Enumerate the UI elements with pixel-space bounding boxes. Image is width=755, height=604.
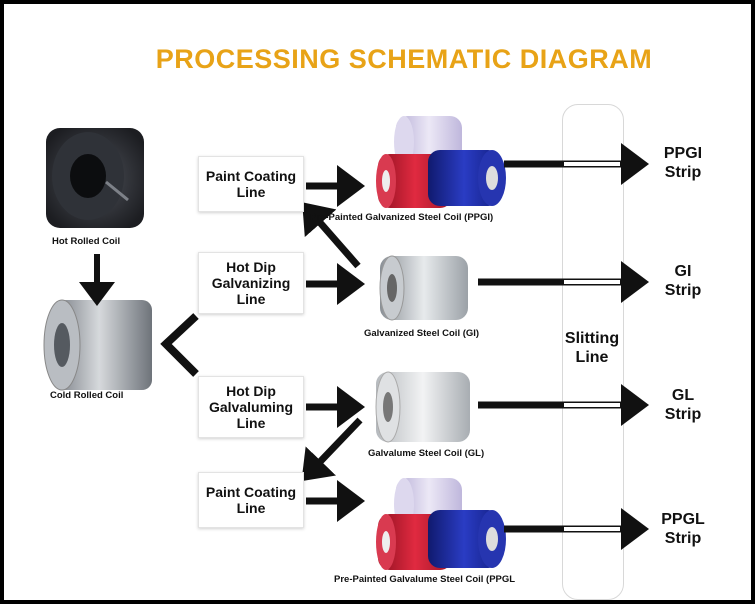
- fork-bracket: [160, 313, 199, 377]
- ppgi-strip-label: PPGI Strip: [663, 145, 703, 181]
- slitting-lane-gaps: [564, 162, 620, 531]
- gi-coil-caption: Galvanized Steel Coil (GI): [364, 328, 480, 339]
- slitting-line-label: Slitting Line: [564, 330, 620, 366]
- hot-rolled-coil-image: [46, 128, 144, 228]
- paint-coating-line-box-1: Paint Coating Line: [198, 156, 304, 212]
- ppgl-strip-label: PPGL Strip: [661, 511, 705, 547]
- cold-rolled-coil-image: [43, 299, 152, 391]
- diagram-graphics: [43, 116, 649, 570]
- diagram-canvas: PROCESSING SCHEMATIC DIAGRAM: [4, 4, 751, 600]
- cold-rolled-coil-caption: Cold Rolled Coil: [50, 390, 124, 401]
- gl-coil-image: [375, 371, 470, 443]
- diagram-title: PROCESSING SCHEMATIC DIAGRAM: [155, 44, 653, 74]
- gi-coil-image: [379, 255, 468, 321]
- gl-coil-caption: Galvalume Steel Coil (GL): [368, 448, 485, 459]
- arrow-gl-to-paint2: [301, 417, 363, 482]
- ppgi-coil-caption: Pre-Painted Galvanized Steel Coil (PPGI): [310, 212, 494, 223]
- ppgi-coil-image: [376, 116, 506, 208]
- arrow-gi-to-paint1: [302, 202, 361, 269]
- hot-dip-galvaluming-line-box: Hot Dip Galvaluming Line: [198, 376, 304, 438]
- ppgl-coil-image: [376, 478, 506, 570]
- hot-rolled-coil-caption: Hot Rolled Coil: [52, 236, 121, 247]
- hot-dip-galvanizing-line-box: Hot Dip Galvanizing Line: [198, 252, 304, 314]
- slitting-line-lane: [562, 104, 624, 600]
- gl-strip-label: GL Strip: [664, 387, 702, 423]
- paint-coating-line-box-2: Paint Coating Line: [198, 472, 304, 528]
- ppgl-coil-caption: Pre-Painted Galvalume Steel Coil (PPGL: [334, 574, 516, 585]
- gi-strip-label: GI Strip: [664, 263, 702, 299]
